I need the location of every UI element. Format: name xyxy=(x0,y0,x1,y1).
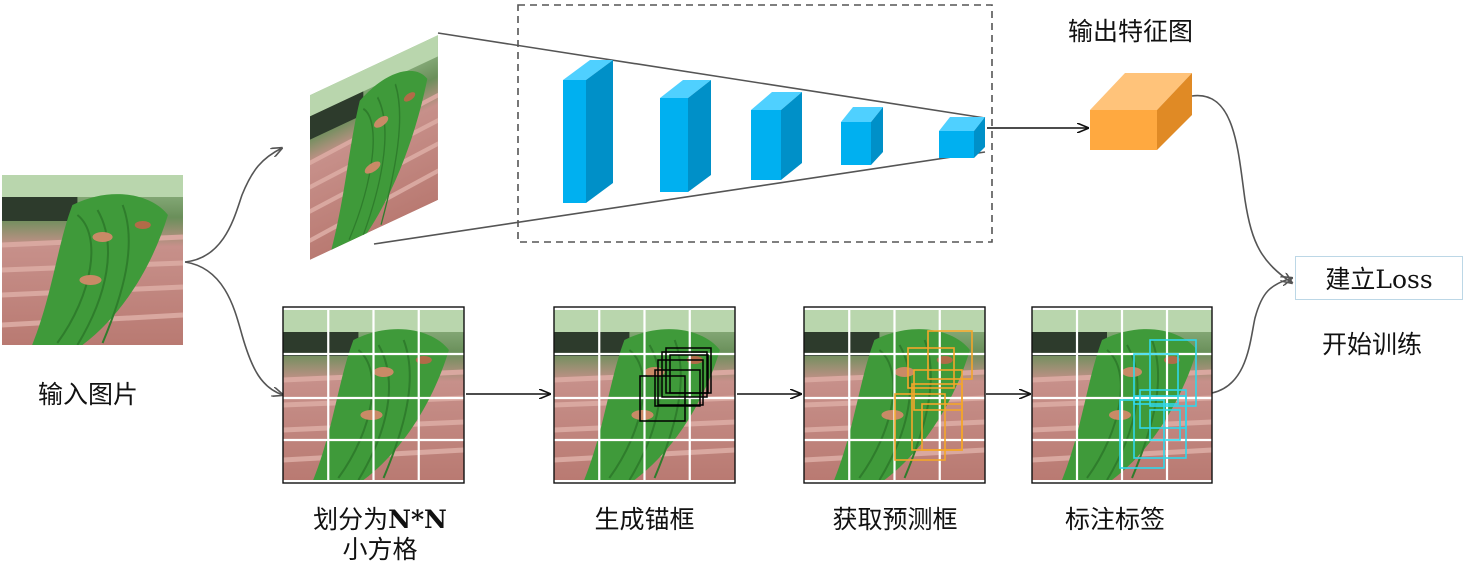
build-loss-box: 建立Loss xyxy=(1295,256,1463,300)
start-training-label: 开始训练 xyxy=(1322,330,1423,359)
divide-grid-label-line1: 划分为N*N xyxy=(290,505,470,535)
build-loss-label: 建立Loss xyxy=(1325,265,1433,294)
divide-grid-label: 划分为N*N 小方格 xyxy=(290,505,470,565)
predict-boxes xyxy=(894,330,973,461)
curve-feature-to-loss xyxy=(1191,94,1292,283)
funnel-bottom-line xyxy=(373,151,986,245)
perspective-image xyxy=(310,35,438,260)
cnn-cube-5 xyxy=(939,117,985,158)
grid-image-divide xyxy=(282,306,465,484)
predict-label: 获取预测框 xyxy=(832,505,958,534)
cnn-cube-2 xyxy=(660,80,711,192)
curve-labels-to-loss xyxy=(1211,278,1292,394)
input-image-label: 输入图片 xyxy=(38,380,139,409)
divide-grid-prefix: 划分为 xyxy=(313,505,389,534)
backbone-dashed-box xyxy=(517,4,993,243)
funnel-top-line xyxy=(437,32,986,119)
cnn-cube-1 xyxy=(563,60,613,203)
divide-grid-label-line2: 小方格 xyxy=(342,535,418,564)
cnn-cube-4 xyxy=(841,107,883,165)
grid-image-predict xyxy=(803,306,986,484)
input-image xyxy=(2,175,183,345)
arrow-to-backbone xyxy=(184,148,282,263)
label-boxes xyxy=(1119,339,1197,469)
anchor-label: 生成锚框 xyxy=(594,505,695,534)
annotate-label: 标注标签 xyxy=(1064,505,1165,534)
divide-grid-nn: N*N xyxy=(388,505,447,534)
grid-image-annotate xyxy=(1031,306,1213,484)
output-feature-map-label: 输出特征图 xyxy=(1068,17,1194,46)
anchor-boxes xyxy=(639,347,712,422)
arrow-to-grid xyxy=(184,261,283,395)
feature-map-cube-icon xyxy=(1090,73,1192,150)
cnn-cube-3 xyxy=(751,92,802,180)
grid-image-anchor xyxy=(553,306,736,484)
